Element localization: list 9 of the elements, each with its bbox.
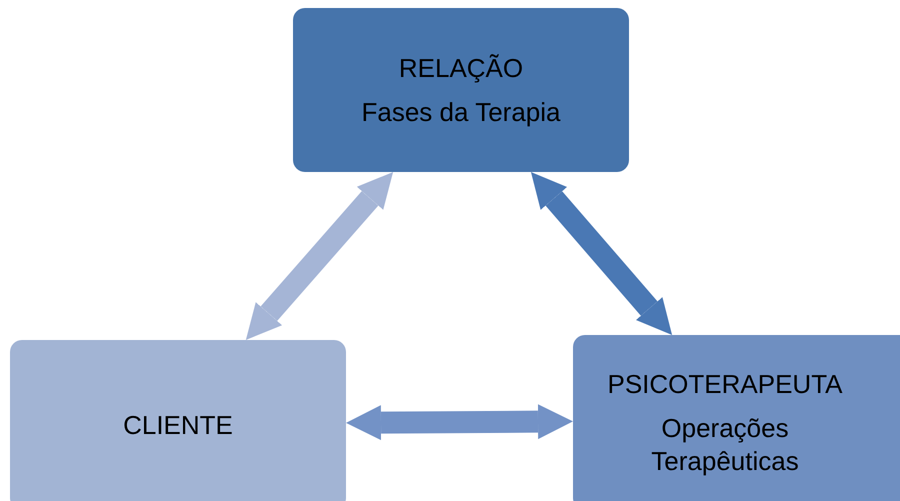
double-arrow	[346, 404, 574, 440]
rounded-box	[10, 340, 346, 501]
rounded-box	[293, 8, 629, 172]
box-title: RELAÇÃO	[398, 52, 524, 84]
box-title: CLIENTE	[123, 408, 233, 442]
rounded-box	[573, 335, 900, 501]
box-subtitle: Operações Terapêuticas	[650, 412, 800, 478]
box-title: PSICOTERAPEUTA	[607, 368, 842, 400]
box-subtitle: Fases da Terapia	[362, 96, 560, 128]
